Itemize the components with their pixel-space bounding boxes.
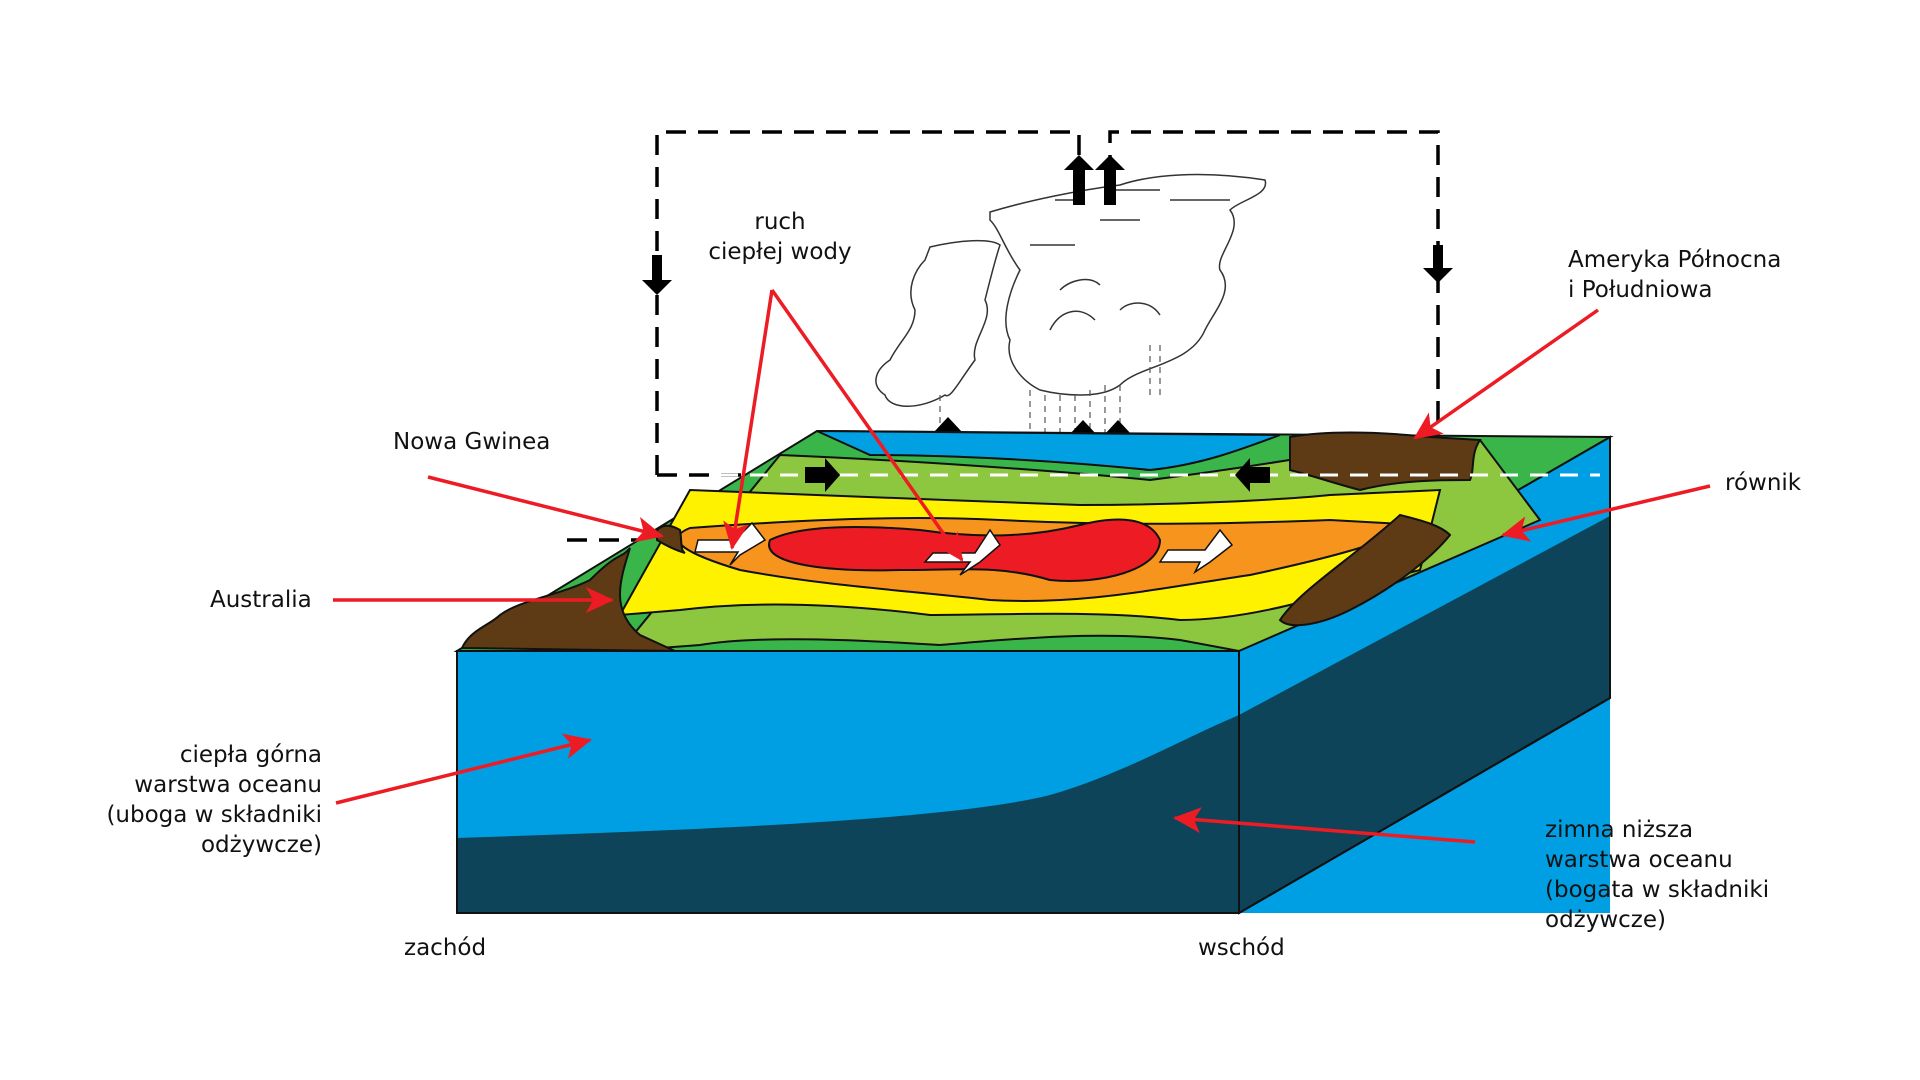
label-cold-lower-layer: zimna niższa warstwa oceanu (bogata w sk… [1545,817,1770,933]
cloud-icon [875,173,1267,407]
left-arrow-icon [1235,458,1270,492]
label-americas: Ameryka Północna i Południowa [1568,247,1782,303]
pointer-arrows [333,288,1711,844]
rain-lines [939,345,1161,445]
label-east: wschód [1198,935,1285,961]
up-arrow-icon [1095,155,1125,205]
up-arrow-icon [1064,155,1094,205]
down-arrow-icon [642,255,672,295]
sea-surface-temperature [453,429,1614,653]
new-guinea-landmass [656,524,686,554]
south-america-landmass [1278,513,1452,627]
label-warm-upper-layer: ciepła górna warstwa oceanu (uboga w skł… [106,742,322,858]
ocean-block [456,435,1611,915]
right-arrow-icon [923,528,1001,576]
cold-lower-layer-front [457,715,1239,913]
label-warm-water-movement: ruch ciepłej wody [708,209,852,265]
down-arrow-icon [1423,245,1453,283]
right-arrow-icon [1158,528,1234,575]
right-arrow-icon [805,458,840,492]
label-australia: Australia [210,587,312,613]
label-new-guinea: Nowa Gwinea [393,429,551,455]
label-west: zachód [404,935,487,961]
label-equator: równik [1725,470,1802,496]
trade-wind-arrows [805,458,1270,492]
